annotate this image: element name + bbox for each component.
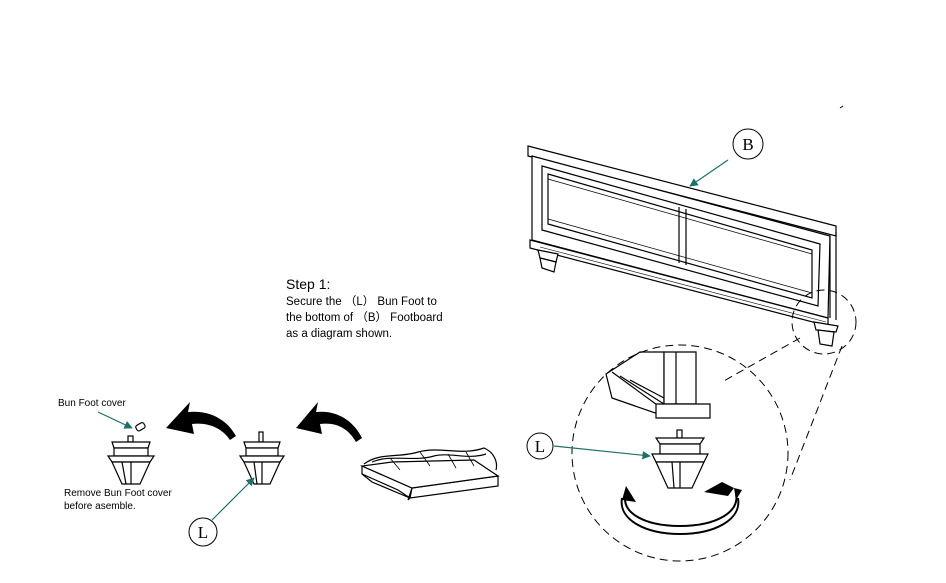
stray-mark xyxy=(839,105,844,109)
detail-foot-label: L xyxy=(535,437,545,456)
bun-foot-cover-icon xyxy=(135,422,146,432)
bun-foot-label-circle xyxy=(188,517,218,547)
remove-cover-note: Remove Bun Foot cover xyxy=(64,488,172,499)
footboard-leader xyxy=(689,159,729,187)
footboard-label-circle xyxy=(732,128,764,160)
detail-footboard-corner xyxy=(605,351,711,419)
remove-cover-note: before asemble. xyxy=(64,501,136,512)
instruction-line: as a diagram shown. xyxy=(286,328,393,340)
callout-connector xyxy=(721,337,801,383)
detail-circle xyxy=(571,344,789,562)
cover-leader xyxy=(97,411,133,429)
detail-foot-label-circle xyxy=(526,432,554,460)
curved-arrow-icon xyxy=(296,402,362,442)
bun-foot-icon xyxy=(106,435,156,485)
curved-arrow-icon xyxy=(166,402,236,440)
bun-foot-cover-label: Bun Foot cover xyxy=(58,398,126,409)
footboard-icon xyxy=(527,145,839,347)
rotate-arrow-icon xyxy=(620,482,742,536)
detail-foot-leader xyxy=(553,445,651,460)
step-title: Step 1: xyxy=(286,276,331,292)
open-box-icon xyxy=(359,447,500,501)
bun-foot-icon xyxy=(238,431,286,485)
instruction-line: the bottom of （B） Footboard xyxy=(286,312,443,324)
bun-foot-leader xyxy=(211,477,255,521)
bun-foot-icon xyxy=(651,429,709,489)
bun-foot-label: L xyxy=(198,523,208,542)
callout-connector xyxy=(789,345,843,481)
footboard-label: B xyxy=(742,135,753,154)
instruction-line: Secure the （L） Bun Foot to xyxy=(286,296,437,308)
foot-callout-circle xyxy=(791,289,857,355)
